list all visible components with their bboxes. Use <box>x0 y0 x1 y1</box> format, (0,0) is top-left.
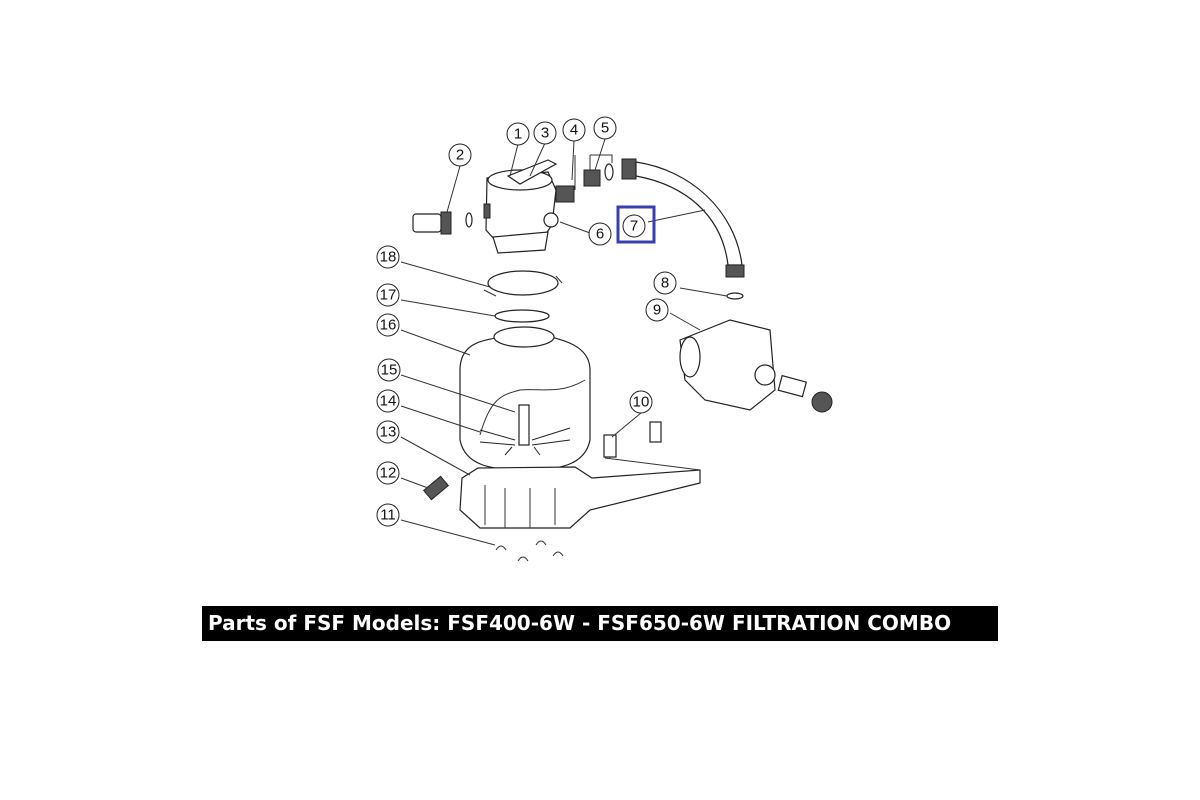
o-ring-8 <box>726 292 744 300</box>
diagram-caption: Parts of FSF Models: FSF400-6W - FSF650-… <box>202 606 998 641</box>
highlight-box <box>616 205 656 244</box>
svg-text:17: 17 <box>380 287 397 304</box>
callout-12: 12 <box>376 461 400 485</box>
union-fitting-2 <box>412 211 473 235</box>
callout-13: 13 <box>376 420 400 444</box>
tank-16 <box>459 326 591 471</box>
svg-text:16: 16 <box>380 317 397 334</box>
callout-2: 2 <box>448 143 472 167</box>
callout-17: 17 <box>376 283 400 307</box>
svg-text:11: 11 <box>380 507 396 524</box>
svg-text:4: 4 <box>570 122 578 139</box>
svg-text:6: 6 <box>596 226 604 243</box>
leader-lines <box>400 138 728 546</box>
callout-5: 5 <box>593 116 617 140</box>
svg-text:13: 13 <box>380 424 397 441</box>
hose-7 <box>621 158 745 278</box>
o-ring-17 <box>494 309 550 323</box>
multiport-valve <box>483 159 559 254</box>
callout-7: 7 <box>616 205 656 244</box>
callout-11: 11 <box>376 503 400 527</box>
callout-16: 16 <box>376 313 400 337</box>
svg-text:18: 18 <box>380 249 397 266</box>
callout-18: 18 <box>376 245 400 269</box>
svg-text:8: 8 <box>661 275 669 292</box>
callout-14: 14 <box>376 389 400 413</box>
callout-10: 10 <box>629 390 653 414</box>
svg-text:1: 1 <box>514 126 522 143</box>
base-13 <box>459 421 701 529</box>
svg-text:7: 7 <box>630 218 638 235</box>
svg-text:10: 10 <box>633 394 650 411</box>
svg-text:14: 14 <box>380 393 397 410</box>
union-fittings-4-5 <box>555 154 614 203</box>
svg-text:5: 5 <box>601 120 609 137</box>
svg-text:3: 3 <box>541 125 549 142</box>
callout-8: 8 <box>653 271 677 295</box>
callout-4: 4 <box>562 118 586 142</box>
clips-11 <box>495 540 564 562</box>
fitting-12 <box>423 475 449 501</box>
svg-text:12: 12 <box>380 465 397 482</box>
callout-9: 9 <box>645 298 669 322</box>
pump-9 <box>679 319 833 413</box>
svg-text:2: 2 <box>456 147 464 164</box>
clamp-18 <box>483 270 563 297</box>
callout-6: 6 <box>588 222 612 246</box>
callout-15: 15 <box>377 358 401 382</box>
callout-1: 1 <box>506 122 530 146</box>
svg-text:9: 9 <box>653 302 661 319</box>
callout-3: 3 <box>533 121 557 145</box>
svg-text:15: 15 <box>381 362 398 379</box>
